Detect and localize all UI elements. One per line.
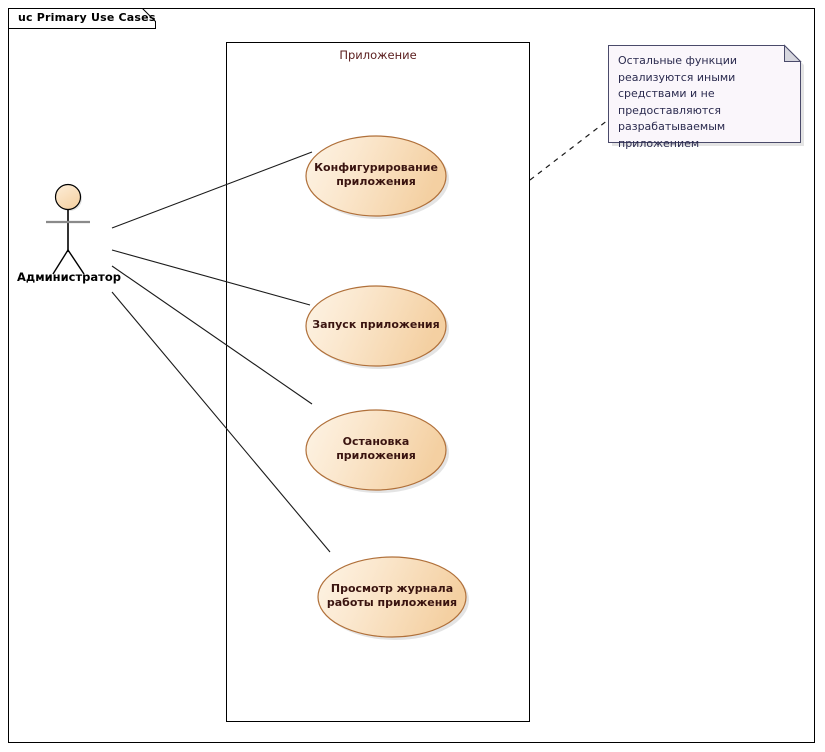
actor-label: Администратор [17, 270, 121, 284]
diagram-frame-tab: uc Primary Use Cases [8, 8, 156, 29]
diagram-frame [8, 8, 815, 743]
system-boundary-label: Приложение [339, 48, 417, 62]
note-text: Остальные функции реализуются иными сред… [618, 54, 738, 150]
frame-tab-label: uc Primary Use Cases [18, 11, 156, 24]
system-boundary-box [226, 42, 530, 722]
frame-tab-shape [8, 8, 156, 29]
